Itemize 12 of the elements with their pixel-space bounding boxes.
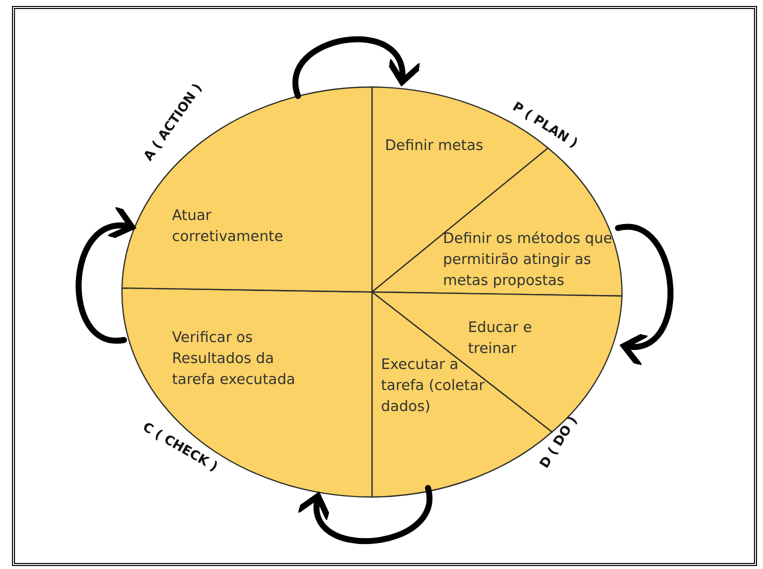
- sector-text: Definir os métodos que permitirão atingir as metas propostas: [443, 230, 614, 291]
- curved-arrow: [76, 207, 135, 344]
- sector-text: Definir metas: [385, 137, 484, 156]
- sector-text: Atuar corretivamente: [172, 207, 284, 247]
- phase-label: D ( DO ): [537, 414, 581, 472]
- sector-text: Verificar os Resultados da tarefa executada: [172, 329, 296, 390]
- curved-arrow: [292, 36, 420, 99]
- pie-sector: [122, 288, 372, 497]
- curved-arrow: [298, 485, 432, 544]
- curved-arrow: [615, 224, 674, 365]
- sector-text: Educar e treinar: [468, 319, 533, 359]
- sector-text: Executar a tarefa (coletar dados): [381, 356, 486, 417]
